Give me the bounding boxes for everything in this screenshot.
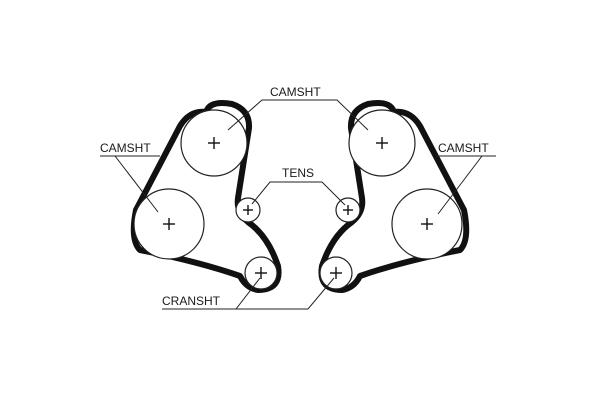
leader-camshaft-right-diag [437,155,483,215]
pulley-crankshaft-left [244,256,278,290]
label-crankshaft: CRANSHT [162,294,221,308]
label-camshaft-left: CAMSHT [100,141,151,155]
leader-crankshaft-right [236,277,335,310]
leader-camshaft-top [227,99,369,131]
pulley-crankshaft-right [319,256,353,290]
label-tensioner: TENS [282,166,314,180]
pulley-camshaft-right-lower [391,188,463,260]
leader-tensioner [251,181,346,206]
pulley-tensioner-right [335,197,361,223]
belt-left [130,100,282,293]
pulley-tensioner-left [235,197,261,223]
pulley-camshaft-left-lower [133,188,205,260]
pulley-camshaft-left-upper [180,109,248,177]
label-camshaft-right: CAMSHT [438,141,489,155]
label-camshaft-top: CAMSHT [270,85,321,99]
pulley-camshaft-right-upper [348,109,416,177]
leader-camshaft-left-diag [114,155,159,213]
